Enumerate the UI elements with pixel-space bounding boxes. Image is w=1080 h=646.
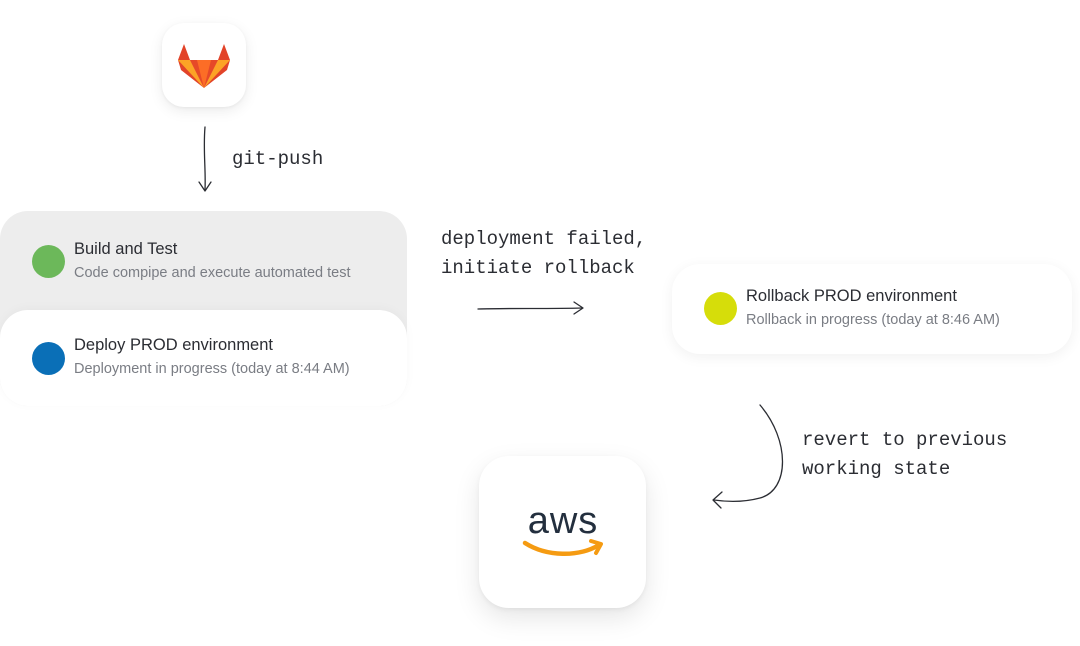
build-step-title: Build and Test <box>74 240 178 258</box>
rollback-step-card: Rollback PROD environment Rollback in pr… <box>672 264 1072 354</box>
build-step-subtitle: Code compipe and execute automated test <box>74 265 351 281</box>
rollback-step-title: Rollback PROD environment <box>746 287 957 305</box>
revert-label: revert to previous working state <box>802 429 1008 480</box>
failure-arrow <box>477 307 583 310</box>
revert-arrowhead <box>712 491 723 509</box>
deploy-step-subtitle: Deployment in progress (today at 8:44 AM… <box>74 361 350 377</box>
aws-logo-text: aws <box>527 500 598 542</box>
gitlab-logo-tile <box>162 23 246 107</box>
revert-arrow <box>713 404 784 502</box>
git-push-label: git-push <box>232 148 324 170</box>
git-push-arrowhead <box>198 181 212 192</box>
deploy-status-dot <box>32 342 65 375</box>
git-push-arrow <box>203 126 206 191</box>
deploy-step-card: Deploy PROD environment Deployment in pr… <box>0 310 407 406</box>
aws-logo: aws <box>522 500 603 556</box>
rollback-step-subtitle: Rollback in progress (today at 8:46 AM) <box>746 312 1000 328</box>
rollback-status-dot <box>704 292 737 325</box>
deployment-failed-label: deployment failed, initiate rollback <box>441 228 647 279</box>
deploy-step-title: Deploy PROD environment <box>74 336 273 354</box>
aws-smile-arrowhead <box>588 539 603 555</box>
aws-smile <box>522 540 601 556</box>
build-status-dot <box>32 245 65 278</box>
aws-logo-tile: aws <box>479 456 646 608</box>
gitlab-logo <box>178 44 230 88</box>
failure-arrowhead <box>573 301 584 315</box>
